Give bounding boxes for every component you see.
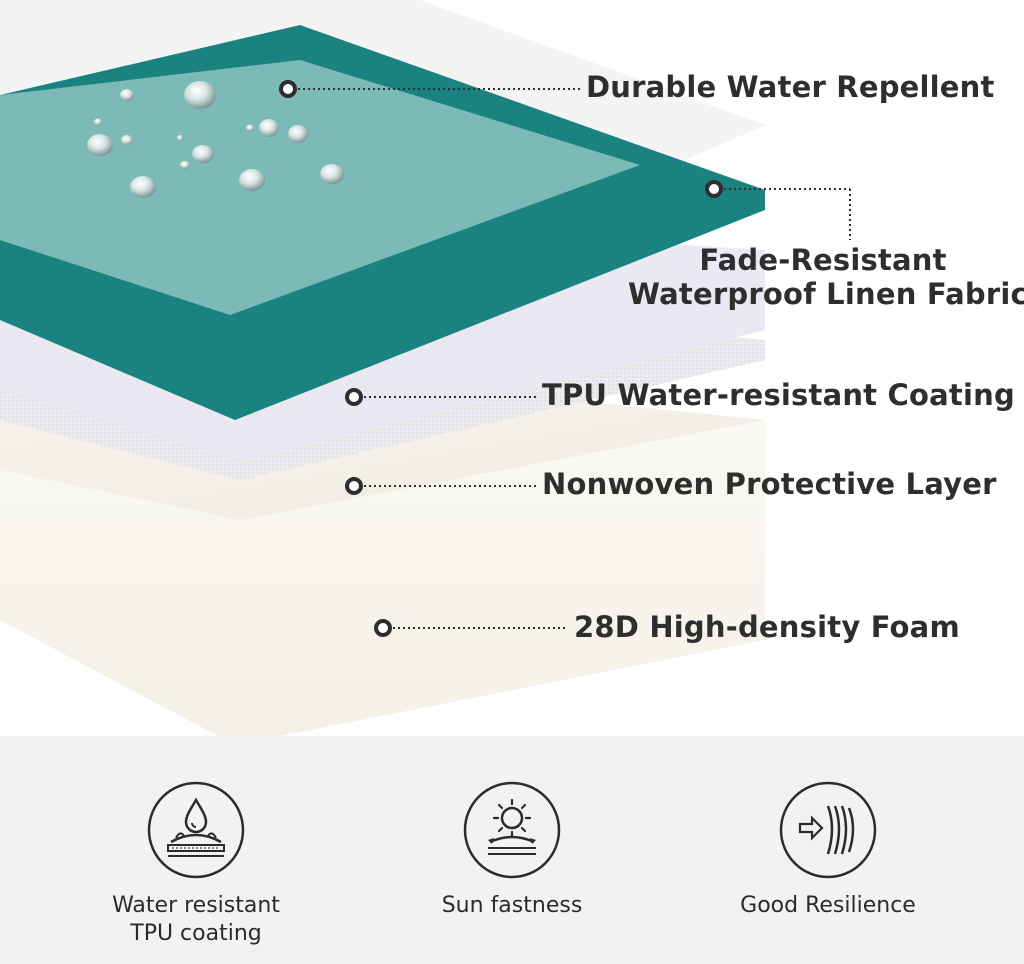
sun-icon	[463, 781, 561, 879]
label-fabric-line2: Waterproof Linen Fabric	[628, 277, 1024, 311]
resilience-icon	[779, 781, 877, 879]
label-foam: 28D High-density Foam	[574, 610, 960, 644]
callout-fade-resistant-fabric	[705, 180, 851, 240]
feature-resilience-line1: Good Resilience	[740, 893, 916, 918]
callout-tpu-coating	[345, 388, 536, 406]
callout-foam	[374, 619, 566, 637]
feature-water-caption: Water resistant TPU coating	[66, 892, 326, 948]
mattress-layer-diagram	[0, 0, 851, 736]
feature-panel: Water resistant TPU coating	[0, 736, 1024, 964]
label-fabric-line1: Fade-Resistant	[699, 243, 947, 277]
feature-good-resilience: Good Resilience	[698, 780, 958, 920]
water-drop-icon	[147, 781, 245, 879]
feature-resilience-caption: Good Resilience	[698, 892, 958, 920]
water-droplets	[87, 81, 344, 198]
feature-sun-fastness: Sun fastness	[382, 780, 642, 920]
label-durable-water-repellent: Durable Water Repellent	[586, 70, 995, 104]
label-fabric: Fade-Resistant Waterproof Linen Fabric	[628, 243, 1024, 311]
callout-nonwoven	[345, 477, 536, 495]
feature-water-line1: Water resistant	[112, 893, 280, 918]
label-nonwoven: Nonwoven Protective Layer	[542, 467, 997, 501]
feature-sun-line1: Sun fastness	[441, 893, 583, 918]
feature-sun-caption: Sun fastness	[382, 892, 642, 920]
callout-durable-water-repellent	[279, 80, 582, 98]
feature-water-resistant: Water resistant TPU coating	[66, 780, 326, 948]
label-tpu-coating: TPU Water-resistant Coating	[542, 378, 1015, 412]
feature-water-line2: TPU coating	[130, 921, 262, 946]
teal-fabric-top	[0, 60, 640, 315]
